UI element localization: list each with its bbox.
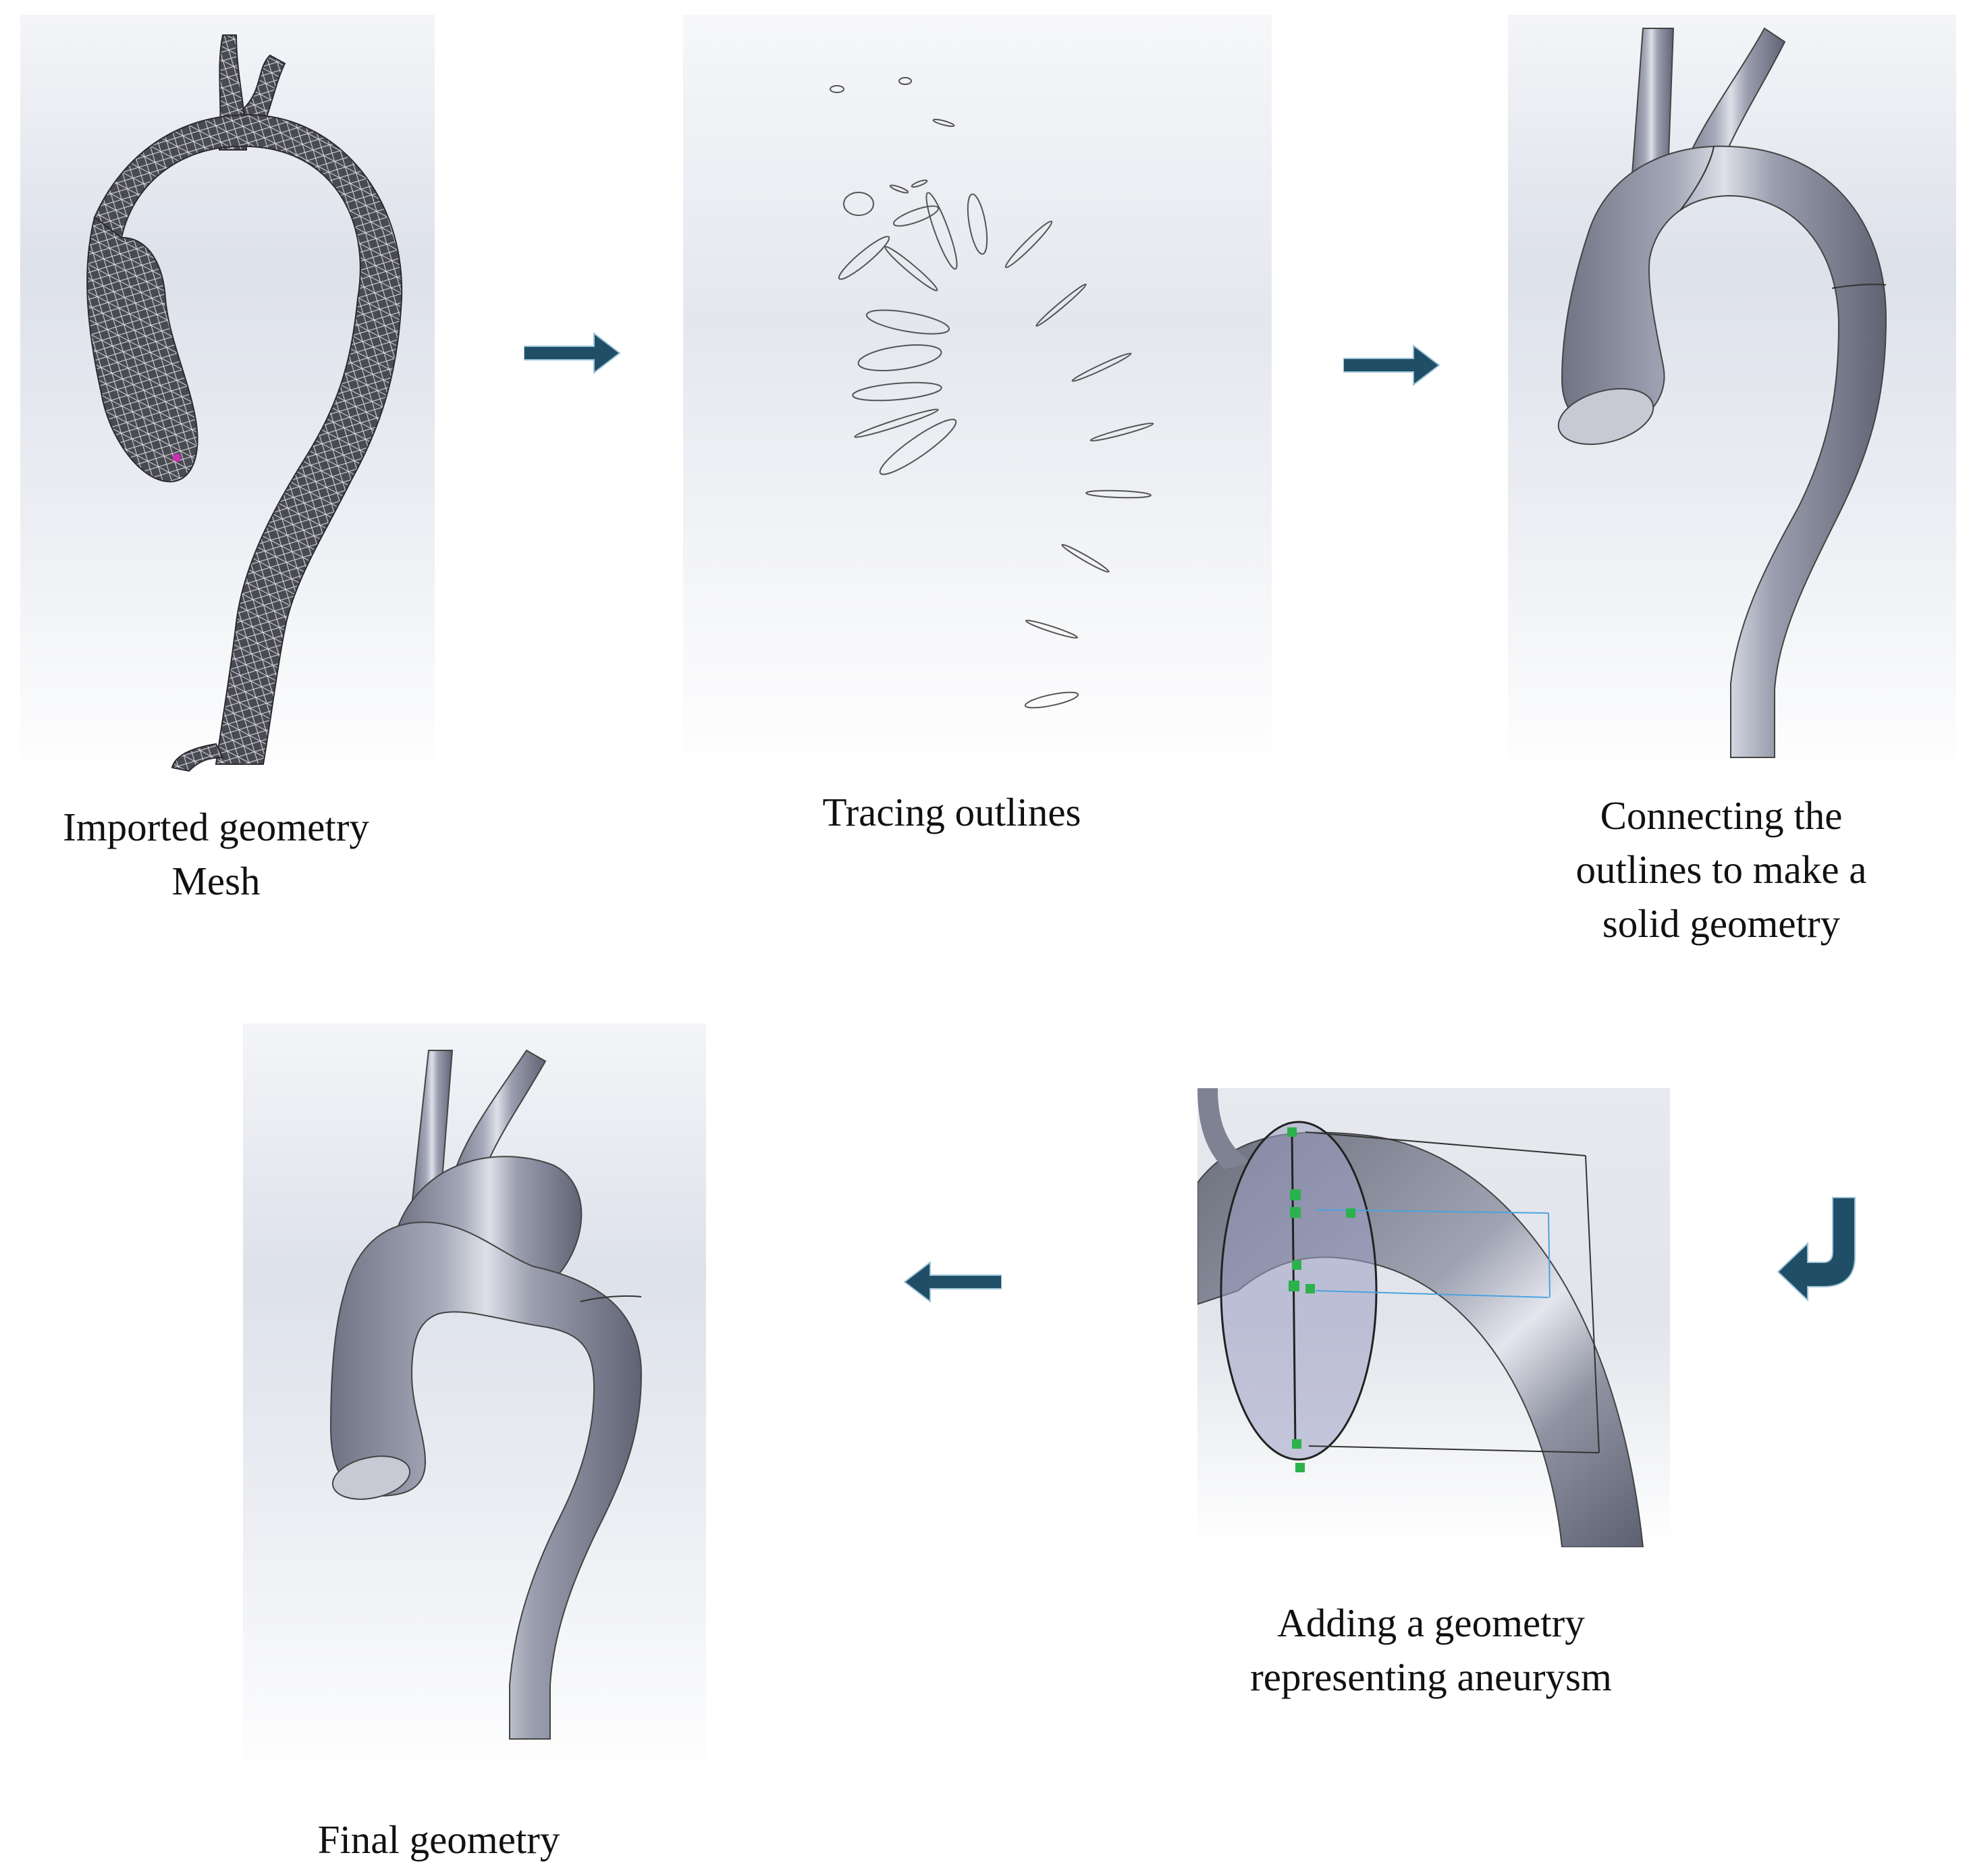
aneurysm-panel <box>1197 1088 1670 1547</box>
right-arrow-icon <box>524 332 621 374</box>
step-4-caption: Adding a geometry representing aneurysm <box>1195 1596 1667 1704</box>
caption-line: Final geometry <box>317 1817 560 1862</box>
caption-line: Connecting the <box>1600 793 1843 838</box>
solid-panel <box>1508 15 1956 784</box>
final-aorta-image <box>329 1049 643 1740</box>
aneurysm-sketch-image <box>1197 1088 1644 1547</box>
step-3-caption: Connecting the outlines to make a solid … <box>1532 788 1910 950</box>
caption-line: Mesh <box>171 859 261 903</box>
caption-line: Tracing outlines <box>822 790 1081 834</box>
solid-aorta-image <box>1557 27 1887 758</box>
down-left-arrow-icon <box>1777 1197 1856 1302</box>
step-5-caption: Final geometry <box>257 1813 621 1867</box>
caption-line: Adding a geometry <box>1277 1601 1585 1645</box>
caption-line: Imported geometry <box>63 805 369 849</box>
mesh-panel <box>20 15 435 784</box>
right-arrow-icon <box>1343 344 1440 386</box>
traced-outlines-image <box>830 77 1154 709</box>
final-panel <box>243 1023 706 1785</box>
caption-line: outlines to make a <box>1575 847 1867 892</box>
outlines-panel <box>683 15 1272 784</box>
left-arrow-icon <box>903 1261 1002 1303</box>
caption-line: representing aneurysm <box>1250 1655 1612 1699</box>
mesh-aorta-image <box>86 34 403 772</box>
step-1-caption: Imported geometry Mesh <box>20 800 412 908</box>
caption-line: solid geometry <box>1602 901 1841 946</box>
step-2-caption: Tracing outlines <box>783 785 1121 839</box>
